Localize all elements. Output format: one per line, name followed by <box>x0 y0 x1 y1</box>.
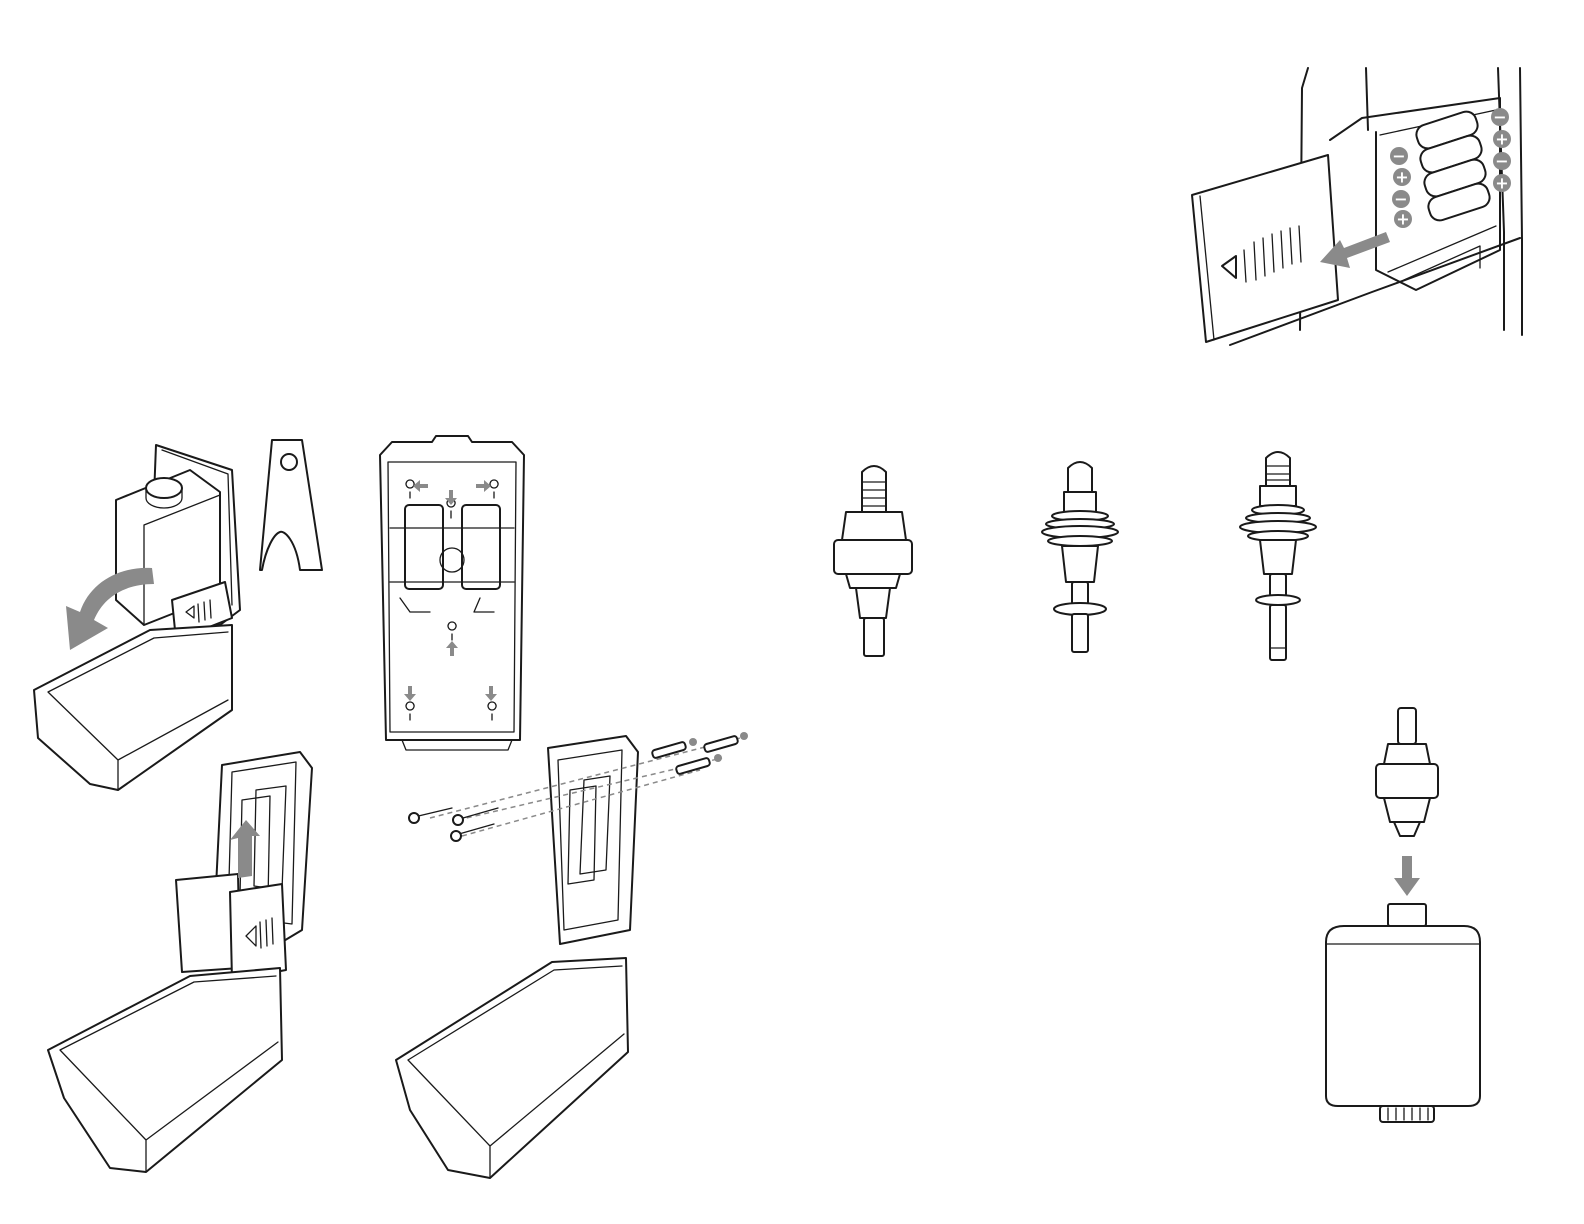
polarity-symbol: − <box>1493 108 1506 127</box>
battery-compartment-panel: − + − + − + − + <box>1192 68 1522 345</box>
polarity-markers-left: − + − + <box>1390 147 1412 229</box>
polarity-symbol: − <box>1394 190 1407 209</box>
wall-anchors <box>652 732 748 775</box>
pump-type-1 <box>834 466 912 656</box>
wall-mounting-panel <box>396 732 748 1178</box>
pump-type-3 <box>1240 452 1316 660</box>
polarity-symbol: + <box>1396 210 1409 229</box>
battery-cover <box>1192 155 1338 342</box>
fit-pump-panel <box>1326 708 1480 1122</box>
polarity-symbol: + <box>1495 130 1508 149</box>
cover-key-tool-panel <box>260 440 322 570</box>
pump-type-2 <box>1042 462 1118 652</box>
open-dispenser-panel <box>34 445 240 790</box>
battery-cells <box>1414 109 1492 223</box>
polarity-symbol: + <box>1495 174 1508 193</box>
down-arrow-icon <box>1394 856 1420 896</box>
screws <box>409 808 498 841</box>
polarity-symbol: + <box>1395 168 1408 187</box>
remove-insert-panel <box>48 752 312 1172</box>
polarity-symbol: − <box>1495 152 1508 171</box>
back-plate-panel <box>380 436 524 750</box>
polarity-symbol: − <box>1392 147 1405 166</box>
